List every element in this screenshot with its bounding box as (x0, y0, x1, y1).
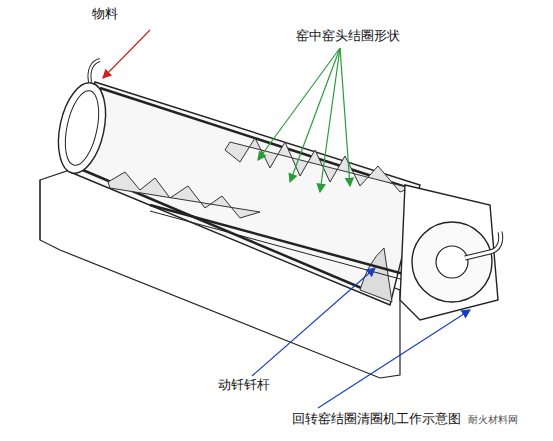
watermark: 耐火材料网 (468, 412, 518, 428)
part-label: 动钎钎杆 (218, 377, 270, 393)
kiln-inlet-end (51, 78, 113, 177)
kiln-shell (70, 82, 420, 305)
caption: 回转窑结圈清圈机工作示意图 (292, 411, 461, 427)
part-label: 窑中窑头结圈形状 (296, 28, 400, 44)
leader-arrow (103, 30, 150, 78)
ring-buildup (225, 138, 410, 192)
part-label: 物料 (92, 6, 118, 22)
